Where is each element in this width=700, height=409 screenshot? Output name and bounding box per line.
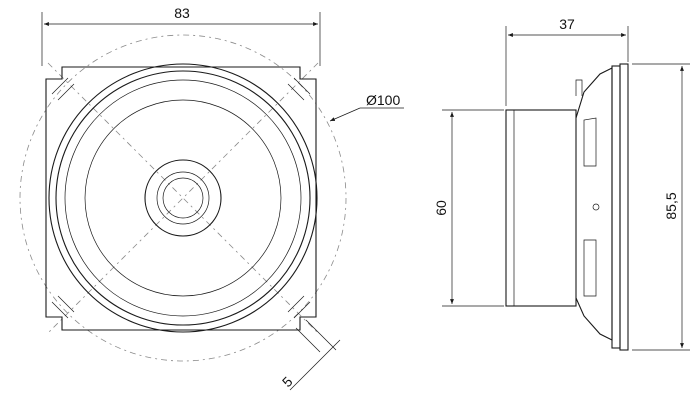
slot-top-left (51, 77, 75, 101)
front-view (19, 34, 347, 362)
dust-cap-outer (144, 159, 222, 237)
dimension-depth: 37 (505, 16, 629, 106)
cone-outer (84, 99, 282, 297)
dust-cap-mid (156, 171, 210, 225)
dimension-diameter: Ø100 (329, 92, 404, 122)
dimension-width: 83 (41, 5, 321, 66)
slot-top-right (287, 77, 311, 101)
dust-cap-inner (162, 177, 204, 219)
slot-bottom-right (287, 295, 311, 319)
gasket-side (619, 63, 629, 351)
depth-label: 37 (559, 16, 575, 32)
basket-side (575, 67, 613, 341)
basket-window-bottom (583, 239, 597, 297)
slot-label: 5 (279, 373, 296, 390)
frame-ring (48, 63, 318, 333)
gasket-ring (55, 70, 311, 326)
basket-window-top (583, 117, 597, 167)
dimension-magnet-height: 60 (433, 109, 504, 307)
magnet-height-label: 60 (433, 200, 449, 216)
mounting-diameter-circle (19, 34, 347, 362)
frame-height-label: 85,5 (663, 192, 679, 219)
surround-outer (64, 79, 302, 317)
width-label: 83 (174, 5, 190, 21)
terminal-tab (575, 79, 583, 96)
side-view (505, 63, 629, 351)
slot-bottom-left (51, 295, 75, 319)
basket-outline (45, 66, 317, 331)
magnet-body (505, 109, 577, 307)
dimension-frame-height: 85,5 (632, 63, 690, 351)
vent-hole (592, 203, 600, 211)
front-plate (611, 65, 621, 349)
diameter-label: Ø100 (366, 92, 400, 108)
